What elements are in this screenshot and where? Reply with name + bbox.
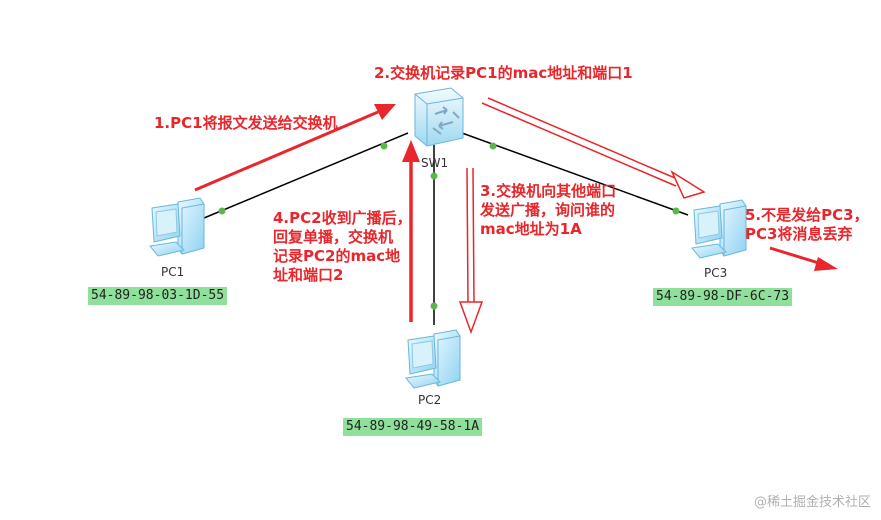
arrow-step5-discard bbox=[769, 246, 838, 271]
port-dot bbox=[672, 207, 680, 215]
arrow-step3-broadcast-pc3 bbox=[481, 97, 706, 199]
pc2-computer-icon[interactable] bbox=[405, 329, 461, 389]
arrow-step4 bbox=[402, 140, 420, 322]
port-dot bbox=[430, 172, 438, 180]
step3-annotation: 3.交换机向其他端口 发送广播，询问谁的 mac地址为1A bbox=[480, 182, 617, 238]
pc2-label: PC2 bbox=[418, 393, 442, 407]
port-dot bbox=[430, 302, 438, 310]
watermark: @稀土掘金技术社区 bbox=[753, 495, 871, 510]
pc3-computer-icon[interactable] bbox=[691, 199, 747, 259]
port-dot bbox=[380, 142, 388, 150]
step2-annotation: 2.交换机记录PC1的mac地址和端口1 bbox=[374, 64, 633, 82]
port-dot bbox=[218, 207, 226, 215]
pc1-mac-badge: 54-89-98-03-1D-55 bbox=[88, 287, 228, 305]
pc2-mac-badge: 54-89-98-49-58-1A bbox=[343, 418, 483, 436]
link-sw1-pc3 bbox=[461, 132, 689, 216]
link-sw1-pc1 bbox=[203, 132, 409, 219]
switch-label: SW1 bbox=[421, 156, 449, 170]
pc3-mac-badge: 54-89-98-DF-6C-73 bbox=[653, 288, 793, 306]
port-dot bbox=[489, 142, 497, 150]
step1-annotation: 1.PC1将报文发送给交换机 bbox=[154, 114, 338, 132]
pc1-computer-icon[interactable] bbox=[149, 197, 205, 257]
step5-annotation: 5.不是发给PC3， PC3将消息丢弃 bbox=[745, 206, 869, 243]
step4-annotation: 4.PC2收到广播后， 回复单播，交换机 记录PC2的mac地 址和端口2 bbox=[273, 209, 412, 284]
arrow-step3-broadcast-pc2 bbox=[458, 167, 484, 335]
pc3-label: PC3 bbox=[704, 266, 728, 280]
switch-icon[interactable] bbox=[414, 87, 464, 147]
arrow-step1 bbox=[194, 104, 396, 192]
pc1-label: PC1 bbox=[161, 265, 185, 279]
